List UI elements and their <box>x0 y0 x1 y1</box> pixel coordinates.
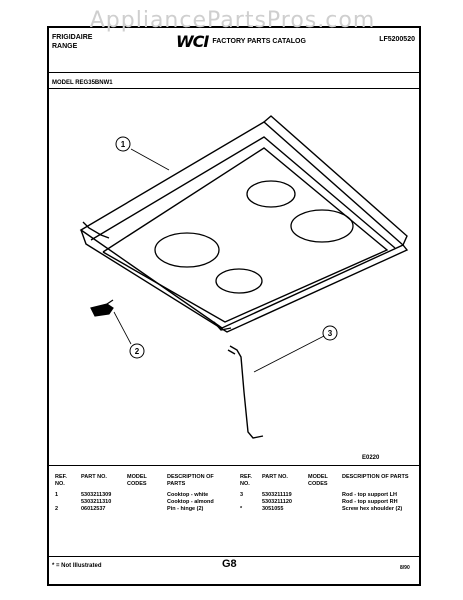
callout-1-label: 1 <box>121 140 126 149</box>
revision-date: 8/90 <box>400 565 410 571</box>
model-cell <box>308 499 342 506</box>
part-cell: 06012537 <box>81 506 106 512</box>
part-cell: 5303211120 <box>262 499 292 505</box>
desc-cell: Pin - hinge (2) <box>167 506 204 512</box>
callout-3-label: 3 <box>328 329 333 338</box>
table-row: 2 06012537 Pin - hinge (2) <box>55 506 233 513</box>
table-row: 3 5303211119 Rod - top support LH <box>240 492 416 499</box>
leader-lines <box>113 148 325 373</box>
ref-cell <box>55 499 81 506</box>
burner-front-right <box>215 268 263 294</box>
page-number: G8 <box>222 558 237 570</box>
desc-cell: Cooktop - white <box>167 492 209 498</box>
table-row: 5303211310 Cooktop - almond <box>55 499 233 506</box>
diagram-code: E0220 <box>362 455 380 461</box>
col-model-codes: MODEL CODES <box>127 474 147 487</box>
callout-1: 1 <box>115 136 131 152</box>
model-cell <box>127 492 167 499</box>
table-header-row: REF. NO. PART NO. MODEL CODES DESCRIPTIO… <box>240 474 416 492</box>
wci-logo: WCI <box>176 32 209 51</box>
support-rod-drawing <box>227 345 264 439</box>
part-cell: 5303211119 <box>262 492 292 498</box>
cooktop-drawing <box>79 115 409 333</box>
burner-front-left <box>154 232 220 268</box>
ref-cell: 3 <box>240 492 244 498</box>
watermark: AppliancePartsPros.com <box>89 8 376 33</box>
model-cell <box>308 506 342 513</box>
ref-cell: * <box>240 506 243 512</box>
desc-cell: Screw hex shoulder (2) <box>342 506 403 512</box>
footer-rule <box>47 556 421 557</box>
col-part-no: PART NO. <box>81 474 107 480</box>
model-line: MODEL REG35BNW1 <box>52 80 113 86</box>
table-top-rule <box>47 465 421 466</box>
ref-cell: 2 <box>55 506 59 512</box>
parts-table-right: REF. NO. PART NO. MODEL CODES DESCRIPTIO… <box>240 474 416 513</box>
part-cell: 3051055 <box>262 506 284 512</box>
callout-2-label: 2 <box>135 347 140 356</box>
desc-cell: Rod - top support LH <box>342 492 397 498</box>
desc-cell: Cooktop - almond <box>167 499 214 505</box>
model-cell <box>308 492 342 499</box>
catalog-heading: WCI FACTORY PARTS CATALOG <box>176 32 306 51</box>
model-cell <box>127 506 167 513</box>
table-row: 1 5303211309 Cooktop - white <box>55 492 233 499</box>
callout-2: 2 <box>129 343 145 359</box>
table-row: 5303211120 Rod - top support RH <box>240 499 416 506</box>
ref-cell: 1 <box>55 492 59 498</box>
exploded-diagram: 1 2 3 <box>79 115 409 439</box>
burner-openings <box>154 180 354 294</box>
header-rule <box>47 72 421 73</box>
col-ref-no: REF. NO. <box>55 474 67 487</box>
burner-rear-left <box>246 180 296 208</box>
col-description: DESCRIPTION OF PARTS <box>167 474 214 487</box>
product-name: RANGE <box>52 43 78 50</box>
brand-name: FRIGIDAIRE <box>52 34 93 41</box>
catalog-number: LF5200520 <box>379 36 415 43</box>
model-rule <box>47 88 421 89</box>
hinge-pin-drawing <box>90 299 114 317</box>
col-part-no: PART NO. <box>262 474 288 480</box>
ref-cell <box>240 499 262 506</box>
desc-cell: Rod - top support RH <box>342 499 398 505</box>
part-cell: 5303211310 <box>81 499 112 505</box>
table-row: * 3051055 Screw hex shoulder (2) <box>240 506 416 513</box>
callout-3: 3 <box>322 325 338 341</box>
part-cell: 5303211309 <box>81 492 112 498</box>
burner-rear-right <box>290 209 354 243</box>
parts-table-left: REF. NO. PART NO. MODEL CODES DESCRIPTIO… <box>55 474 233 513</box>
page-frame <box>47 26 421 586</box>
brand-block: FRIGIDAIRE RANGE <box>52 33 92 51</box>
col-model-codes: MODEL CODES <box>308 474 328 487</box>
col-ref-no: REF. NO. <box>240 474 252 487</box>
footnote: * = Not Illustrated <box>52 563 102 569</box>
table-header-row: REF. NO. PART NO. MODEL CODES DESCRIPTIO… <box>55 474 233 492</box>
catalog-title: FACTORY PARTS CATALOG <box>212 38 306 45</box>
model-cell <box>127 499 167 506</box>
col-description: DESCRIPTION OF PARTS <box>342 474 409 480</box>
